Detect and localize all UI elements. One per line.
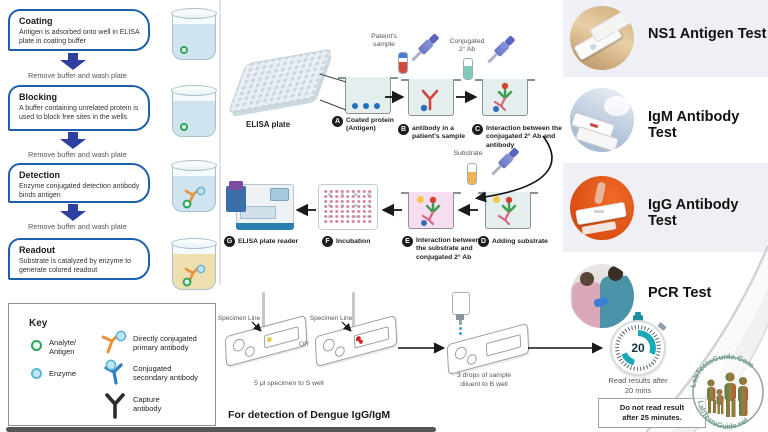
wash-note: Remove buffer and wash plate [28,71,127,80]
key-item-label: Capture antibody [133,395,162,414]
patient-antibody-icon [420,89,439,112]
step-badge: C [472,124,483,135]
conjugated-ab-label: Conjugated 2° Ab [449,38,485,54]
test-title: PCR Test [648,285,712,301]
timer-value: 20 [631,341,645,355]
igg-test-photo [570,176,634,240]
readout-antibody-icon [182,264,206,287]
specimen-dropper-line [352,292,355,329]
step-label: ELISA plate reader [238,238,299,245]
elisa-plate-reader [226,178,294,230]
key-item-label: Conjugated secondary antibody [133,364,199,383]
substrate-tube [467,163,477,185]
elisa-plate-label: ELISA plate [246,120,291,129]
substrate-dot-icon [493,196,500,203]
step-description: Enzyme conjugated detection antibody bin… [19,183,140,200]
patient-sample-tube [398,52,408,74]
down-arrow-icon [60,204,86,221]
step-title: Readout [19,245,55,255]
step-box-detection: Detection Enzyme conjugated detection an… [8,163,150,203]
step-label: antibody in a patient's sample [412,125,465,141]
read-results-note: Read results after 20 mins [608,376,668,396]
down-arrow-icon [60,132,86,149]
well-b-patient-sample [401,79,461,116]
step-label: Coated protein (Antigen) [346,117,394,133]
test-title: IgG Antibody Test [648,197,739,229]
wash-note: Remove buffer and wash plate [28,150,127,159]
capture-antibody-icon [105,393,125,419]
specimen-dropper-line [262,292,265,329]
left-panel-divider [219,0,221,285]
step-description: A buffer containing unrelated protein is… [19,105,139,122]
step-label: Interaction between the substrate and co… [416,237,480,261]
detection-footer: For detection of Dengue IgG/IgM [228,409,391,421]
ns1-test-photo [570,6,634,70]
step-badge: A [332,116,343,127]
step-box-blocking: Blocking A buffer containing unrelated p… [8,85,150,131]
detection-beaker [171,160,217,212]
step-box-readout: Readout Substrate is catalyzed by enzyme… [8,238,150,280]
substrate-dot-icon [417,196,424,203]
down-arrow-icon [60,53,86,70]
well-e-substrate-interaction [401,192,461,229]
step-badge: E [402,236,413,247]
key-title: Key [29,318,48,329]
step-badge: G [224,236,235,247]
specimen-line-label: Specimen Line [309,315,353,322]
test-title: NS1 Antigen Test [648,26,767,42]
step-label: Adding substrate [492,238,548,245]
incubation-plate [318,184,378,230]
labtestsguide-logo: LabTestsGuide.Com LabTestsGuide.net [688,352,764,431]
family-silhouette-icon [707,372,748,417]
conjugate-tube [463,58,473,80]
step-title: Coating [19,16,53,26]
stopwatch-crown-icon [633,312,643,322]
specimen-line-label: Specimen Line [217,315,261,322]
elisa-96well-plate [227,48,333,114]
diluent-bottle [452,292,470,335]
analyte-icon [180,123,188,131]
test-title: IgM Antibody Test [648,109,740,141]
step-title: Detection [19,170,61,180]
wash-note: Remove buffer and wash plate [28,222,127,231]
step-badge: B [398,124,409,135]
conjugate-complex-icon [497,196,517,226]
analyte-icon [180,46,188,54]
readout-beaker [171,238,217,290]
key-item-label: Directly conjugated primary antibody [133,334,197,353]
key-item-label: Enzyme [49,369,77,378]
warning-box: Do not read result after 25 minutes. [598,398,706,428]
step2-caption: 3 drops of sample diluent to B well [456,372,512,388]
substrate-label: Substrate [453,150,483,157]
key-item-label: Analyte/ Antigen [49,338,77,357]
well-d-adding-substrate [478,192,538,229]
patient-sample-label: Pateint's sample [371,33,397,49]
pcr-test-photo [570,264,634,328]
blocking-beaker [171,85,217,137]
timer-stopwatch: 20 [612,312,667,374]
key-legend: Key Analyte/ Antigen Enzyme Directly con… [8,303,216,426]
conjugate-complex-icon [493,82,513,112]
step-title: Blocking [19,92,58,102]
step-description: Antigen is adsorbed onto well in ELISA p… [19,29,140,46]
step-box-coating: Coating Antigen is adsorbed onto well in… [8,9,150,51]
bottom-card-edge [6,427,436,432]
coating-beaker [171,8,217,60]
analyte-icon [31,340,42,351]
igm-test-photo [570,88,634,152]
conjugate-complex-icon [421,196,441,226]
detection-antibody-icon [182,186,206,209]
step-badge: F [322,236,333,247]
well-a-coated-antigen [338,77,398,114]
step-description: Substrate is catalyzed by enzyme to gene… [19,258,132,275]
well-c-interaction [475,79,535,116]
enzyme-icon [31,368,42,379]
primary-antibody-icon [101,330,127,354]
secondary-antibody-icon [104,359,123,385]
step-badge: D [478,236,489,247]
step-label: Incubation [336,238,371,245]
or-label: OR [298,341,310,348]
pipette-icon [475,25,526,76]
step1-caption: 5 μl specimen to S well [254,380,324,387]
